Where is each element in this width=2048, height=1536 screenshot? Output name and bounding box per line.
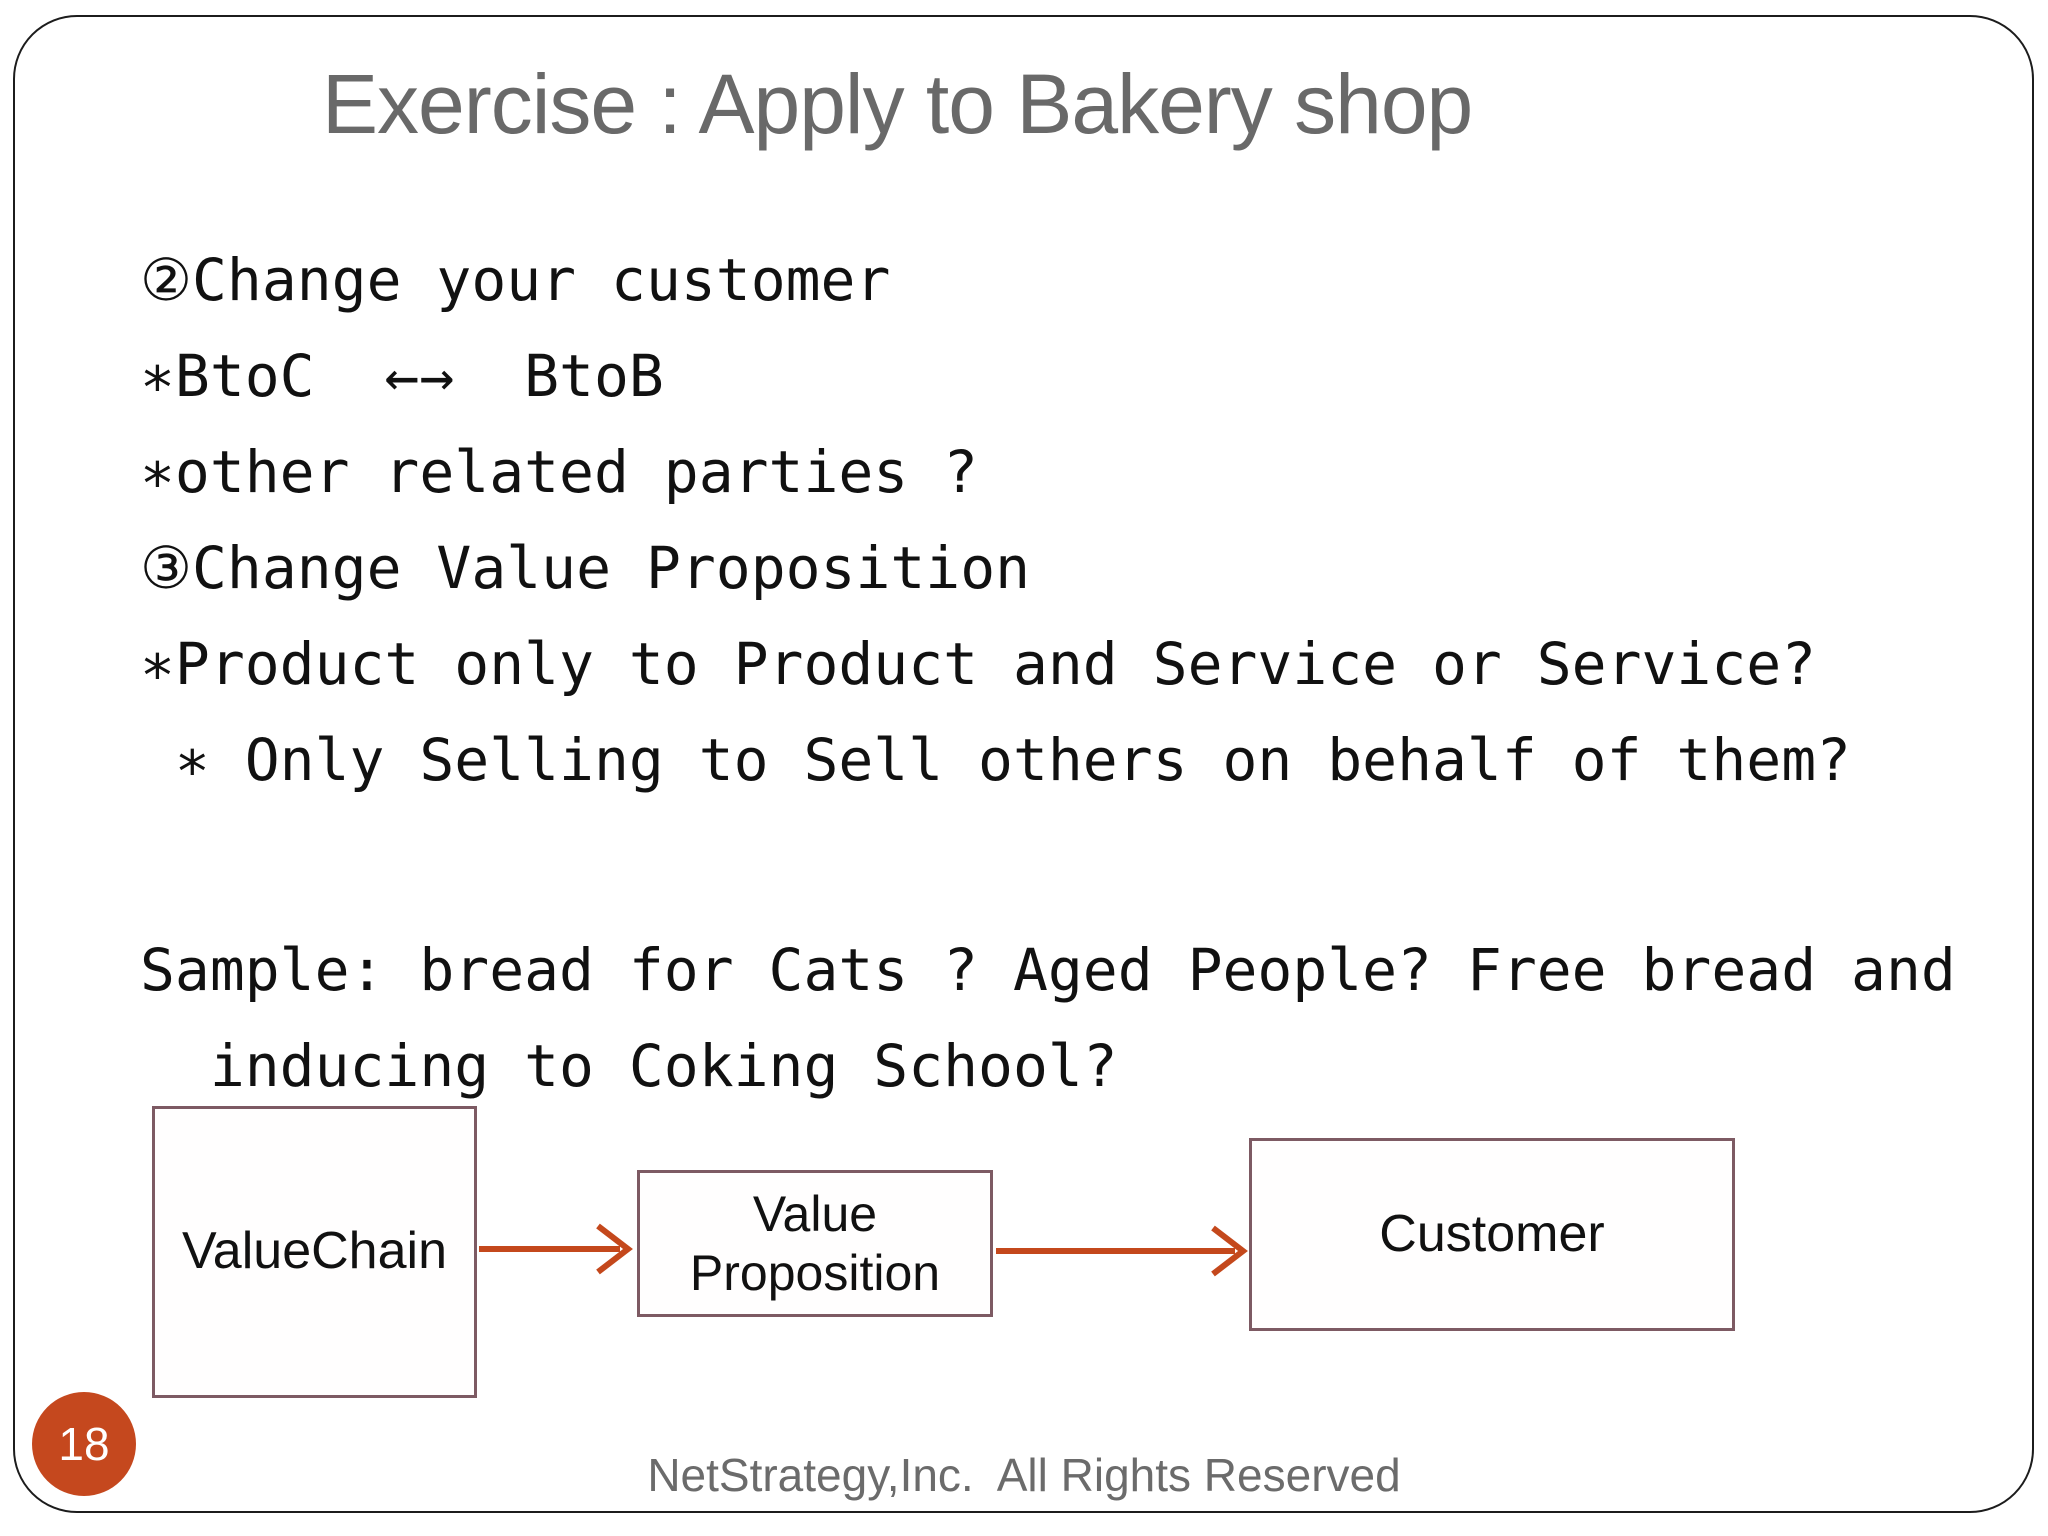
slide-title: Exercise : Apply to Bakery shop: [322, 57, 1473, 151]
body-line-5: ∗Product only to Product and Service or …: [140, 630, 1817, 698]
body-text-block: ②Change your customer ∗BtoC ←→ BtoB ∗oth…: [140, 232, 1851, 808]
body-line-1: ②Change your customer: [140, 246, 891, 314]
box-customer: Customer: [1249, 1138, 1735, 1331]
box-value-proposition-label: Value Proposition: [689, 1185, 941, 1301]
footer-text: NetStrategy,Inc. All Rights Reserved: [647, 1449, 1401, 1501]
box-value-chain: ValueChain: [152, 1106, 477, 1398]
body-line-6: ∗ Only Selling to Sell others on behalf …: [140, 726, 1852, 794]
box-customer-label: Customer: [1379, 1204, 1605, 1263]
sample-line-1: Sample: bread for Cats ? Aged People? Fr…: [140, 936, 1956, 1004]
box-value-chain-label: ValueChain: [181, 1222, 447, 1281]
body-line-3: ∗other related parties ?: [140, 438, 979, 506]
body-line-2: ∗BtoC ←→ BtoB: [140, 342, 664, 410]
body-line-4: ③Change Value Proposition: [140, 534, 1031, 602]
page-number-badge: 18: [32, 1392, 136, 1496]
sample-text-block: Sample: bread for Cats ? Aged People? Fr…: [140, 922, 1956, 1114]
page-number: 18: [58, 1418, 110, 1470]
box-value-proposition: Value Proposition: [637, 1170, 993, 1317]
sample-line-2: inducing to Coking School?: [140, 1032, 1118, 1100]
